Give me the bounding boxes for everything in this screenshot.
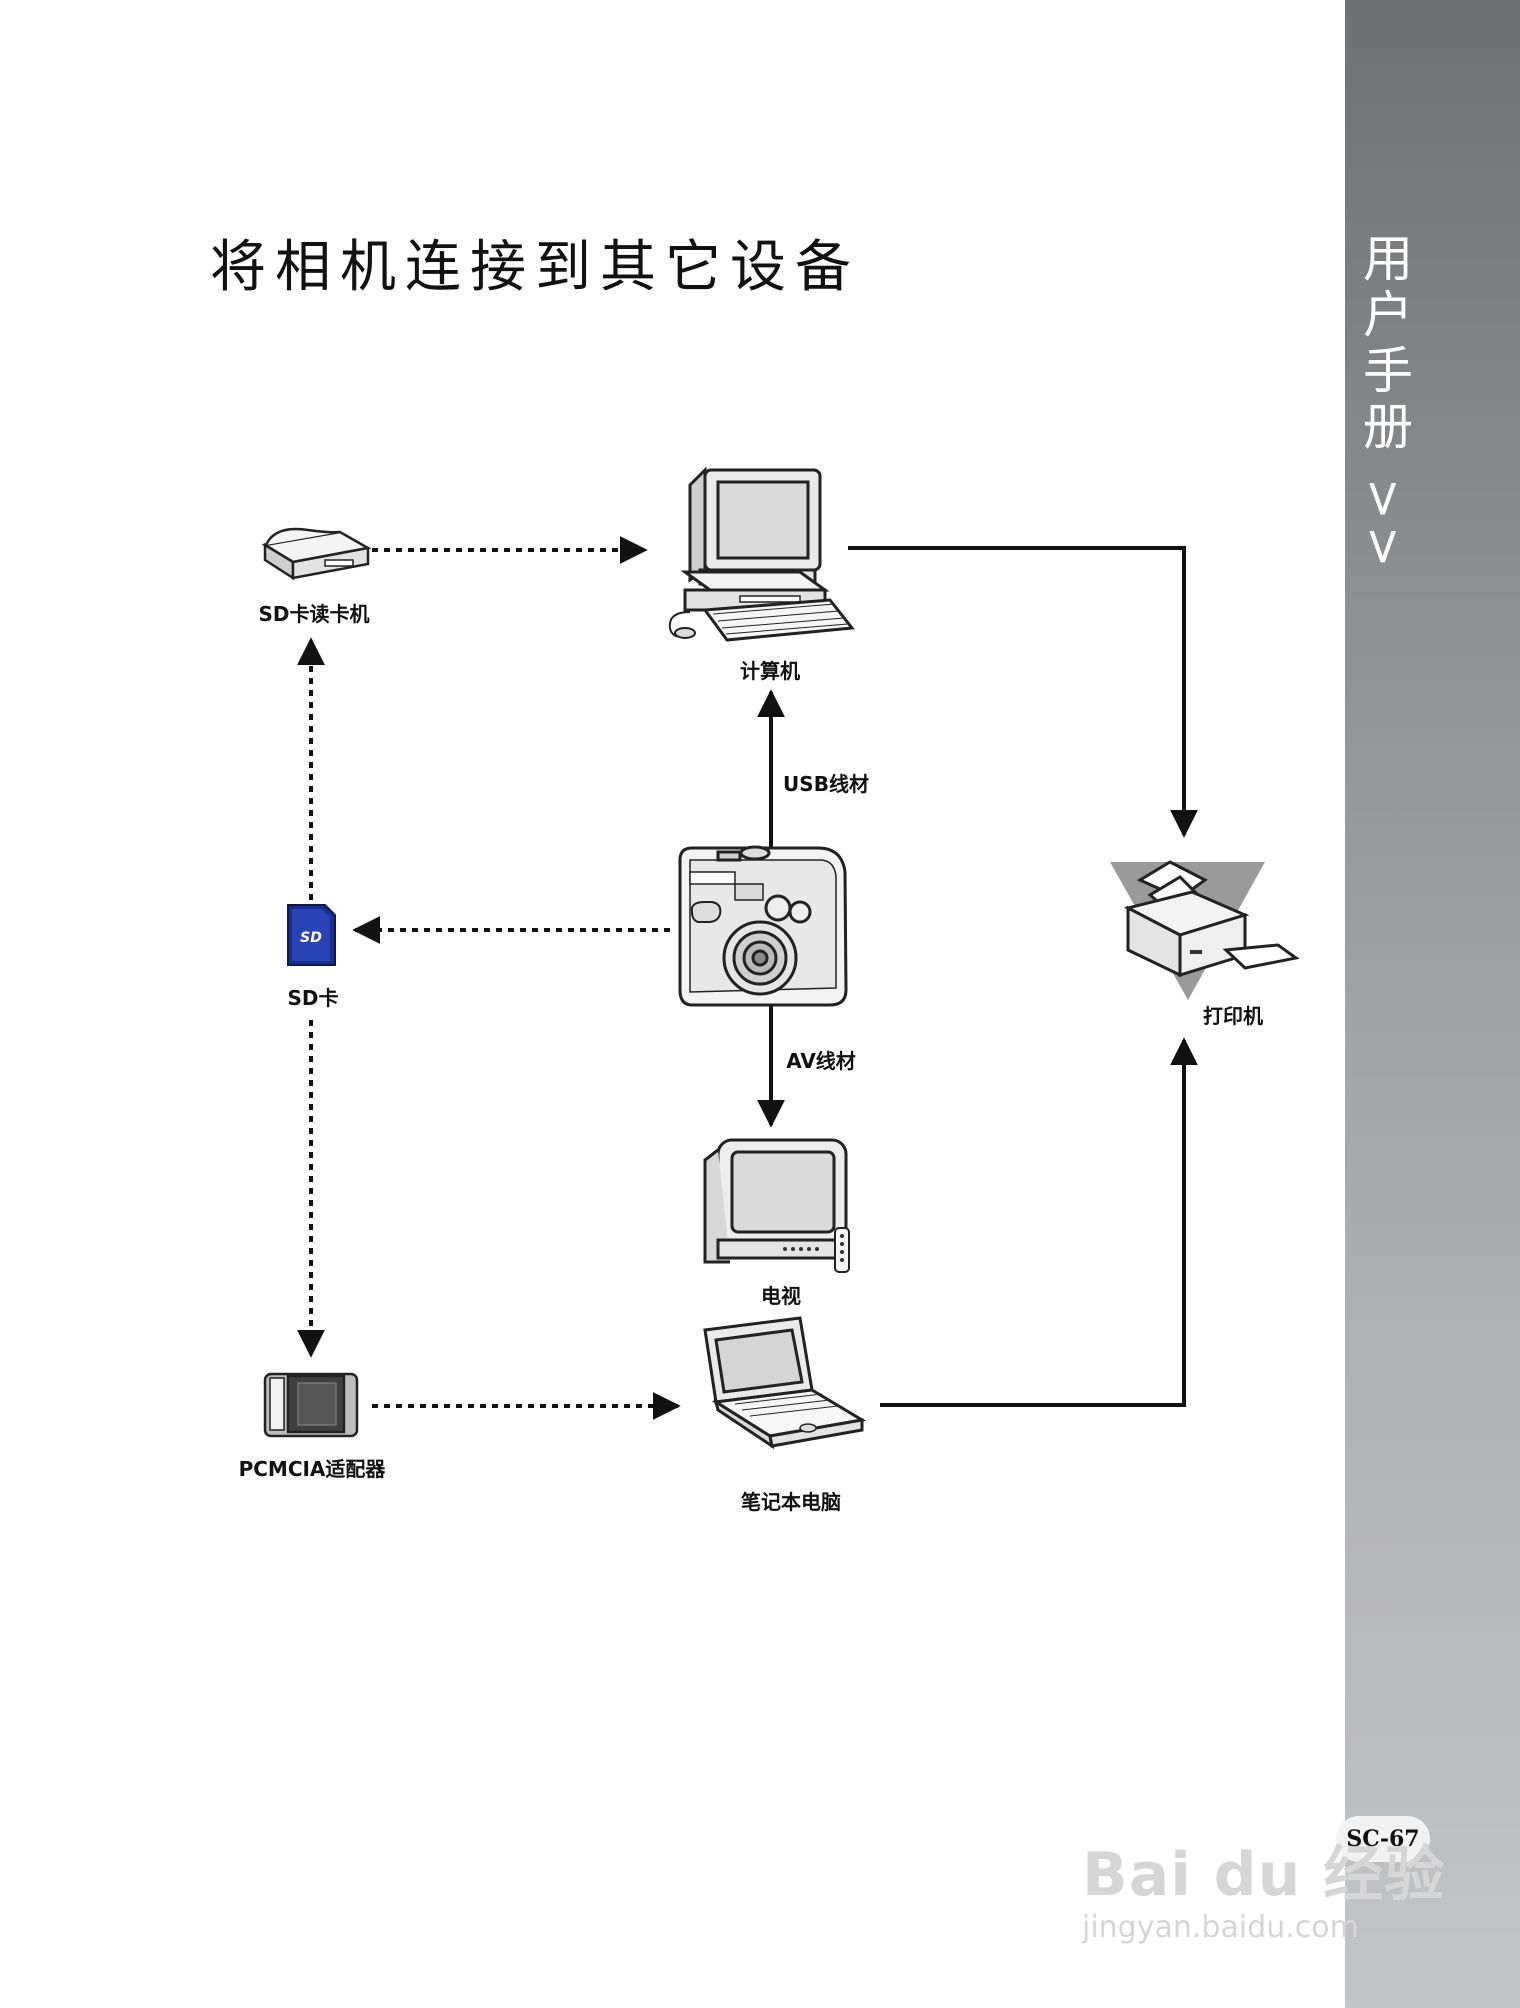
svg-text:SD: SD	[300, 930, 322, 946]
printer-icon	[1110, 860, 1300, 1000]
page-number: SC-67	[1336, 1816, 1430, 1862]
label-usb-cable: USB线材	[783, 772, 869, 796]
label-tv: 电视	[761, 1284, 801, 1308]
label-pcmcia: PCMCIA适配器	[238, 1457, 386, 1481]
label-computer: 计算机	[740, 659, 800, 683]
edge-computer-to-printer	[848, 546, 1198, 838]
label-laptop: 笔记本电脑	[741, 1490, 841, 1514]
label-printer: 打印机	[1203, 1004, 1263, 1028]
tv-icon	[703, 1138, 850, 1273]
sd-card-icon: SD	[287, 904, 336, 966]
laptop-icon	[703, 1316, 867, 1450]
label-av-cable: AV线材	[786, 1049, 856, 1073]
page-title: 将相机连接到其它设备	[210, 235, 860, 300]
sidebar-band	[1345, 0, 1520, 2008]
watermark-url: jingyan.baidu.com	[1082, 1910, 1359, 1945]
watermark-brand: Bai du 经验	[1082, 1840, 1446, 1910]
label-sd-reader: SD卡读卡机	[258, 602, 370, 626]
computer-icon	[668, 466, 855, 642]
camera-icon	[678, 845, 848, 1007]
edge-laptop-to-printer	[880, 1037, 1198, 1407]
sidebar-title: 用户手册 >>	[1355, 232, 1413, 574]
sd-reader-icon	[261, 527, 372, 581]
label-sd-card: SD卡	[287, 986, 339, 1010]
pcmcia-icon	[263, 1372, 359, 1438]
